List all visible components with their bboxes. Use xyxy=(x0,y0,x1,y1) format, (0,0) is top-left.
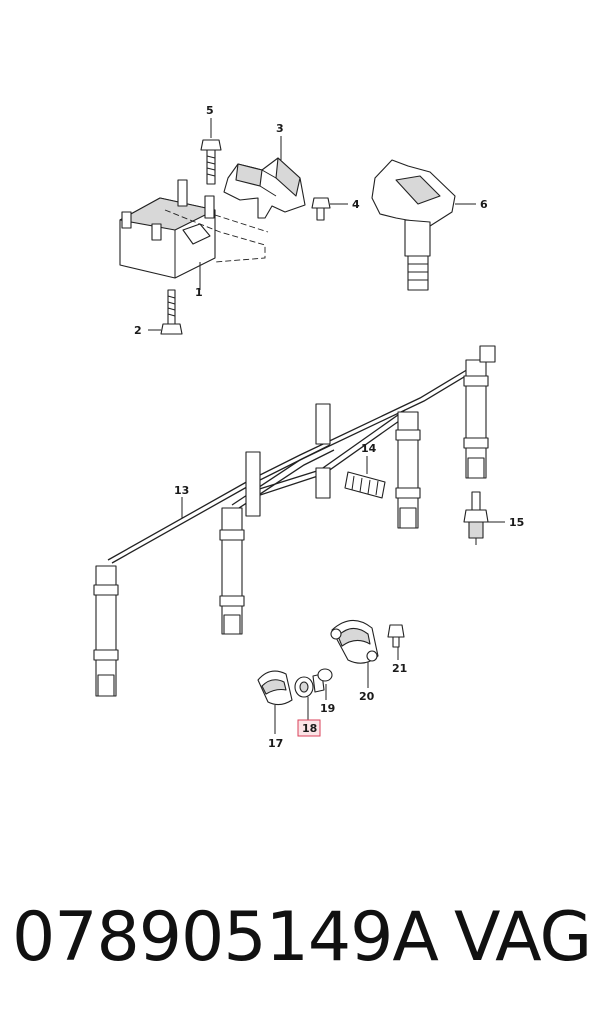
callout-1: 1 xyxy=(195,286,203,299)
part-number: 078905149A xyxy=(12,898,439,977)
callout-17: 17 xyxy=(268,737,283,750)
bolt-5 xyxy=(200,118,222,185)
callout-19: 19 xyxy=(320,702,335,715)
callout-21: 21 xyxy=(392,662,407,675)
clamp-20 xyxy=(330,619,379,688)
callout-18: 18 xyxy=(302,722,317,735)
callout-5: 5 xyxy=(206,104,214,117)
callout-3: 3 xyxy=(276,122,284,135)
ignition-coil-pack xyxy=(119,179,269,290)
bolt-2 xyxy=(148,289,183,335)
callout-14: 14 xyxy=(361,442,377,455)
spark-plug-15 xyxy=(463,491,505,545)
callout-13: 13 xyxy=(174,484,189,497)
parts-diagram: 1 2 5 3 4 6 xyxy=(93,104,524,750)
callout-15: 15 xyxy=(509,516,524,529)
bracket-3 xyxy=(223,136,306,219)
bolt-21 xyxy=(387,624,405,660)
caption-bar: 078905149A VAG xyxy=(0,893,600,983)
ignition-coil-6 xyxy=(371,159,476,291)
screw-19 xyxy=(312,668,333,700)
washer-18 xyxy=(294,676,314,720)
highlight-box xyxy=(297,719,321,737)
callout-20: 20 xyxy=(359,690,375,703)
bolt-4 xyxy=(311,197,348,221)
brand-name: VAG xyxy=(454,898,592,977)
callout-2: 2 xyxy=(134,324,142,337)
cable-holder-14 xyxy=(344,456,386,499)
callout-6: 6 xyxy=(480,198,488,211)
clip-17 xyxy=(257,670,293,734)
ignition-lead-set xyxy=(93,345,496,697)
callout-4: 4 xyxy=(352,198,360,211)
